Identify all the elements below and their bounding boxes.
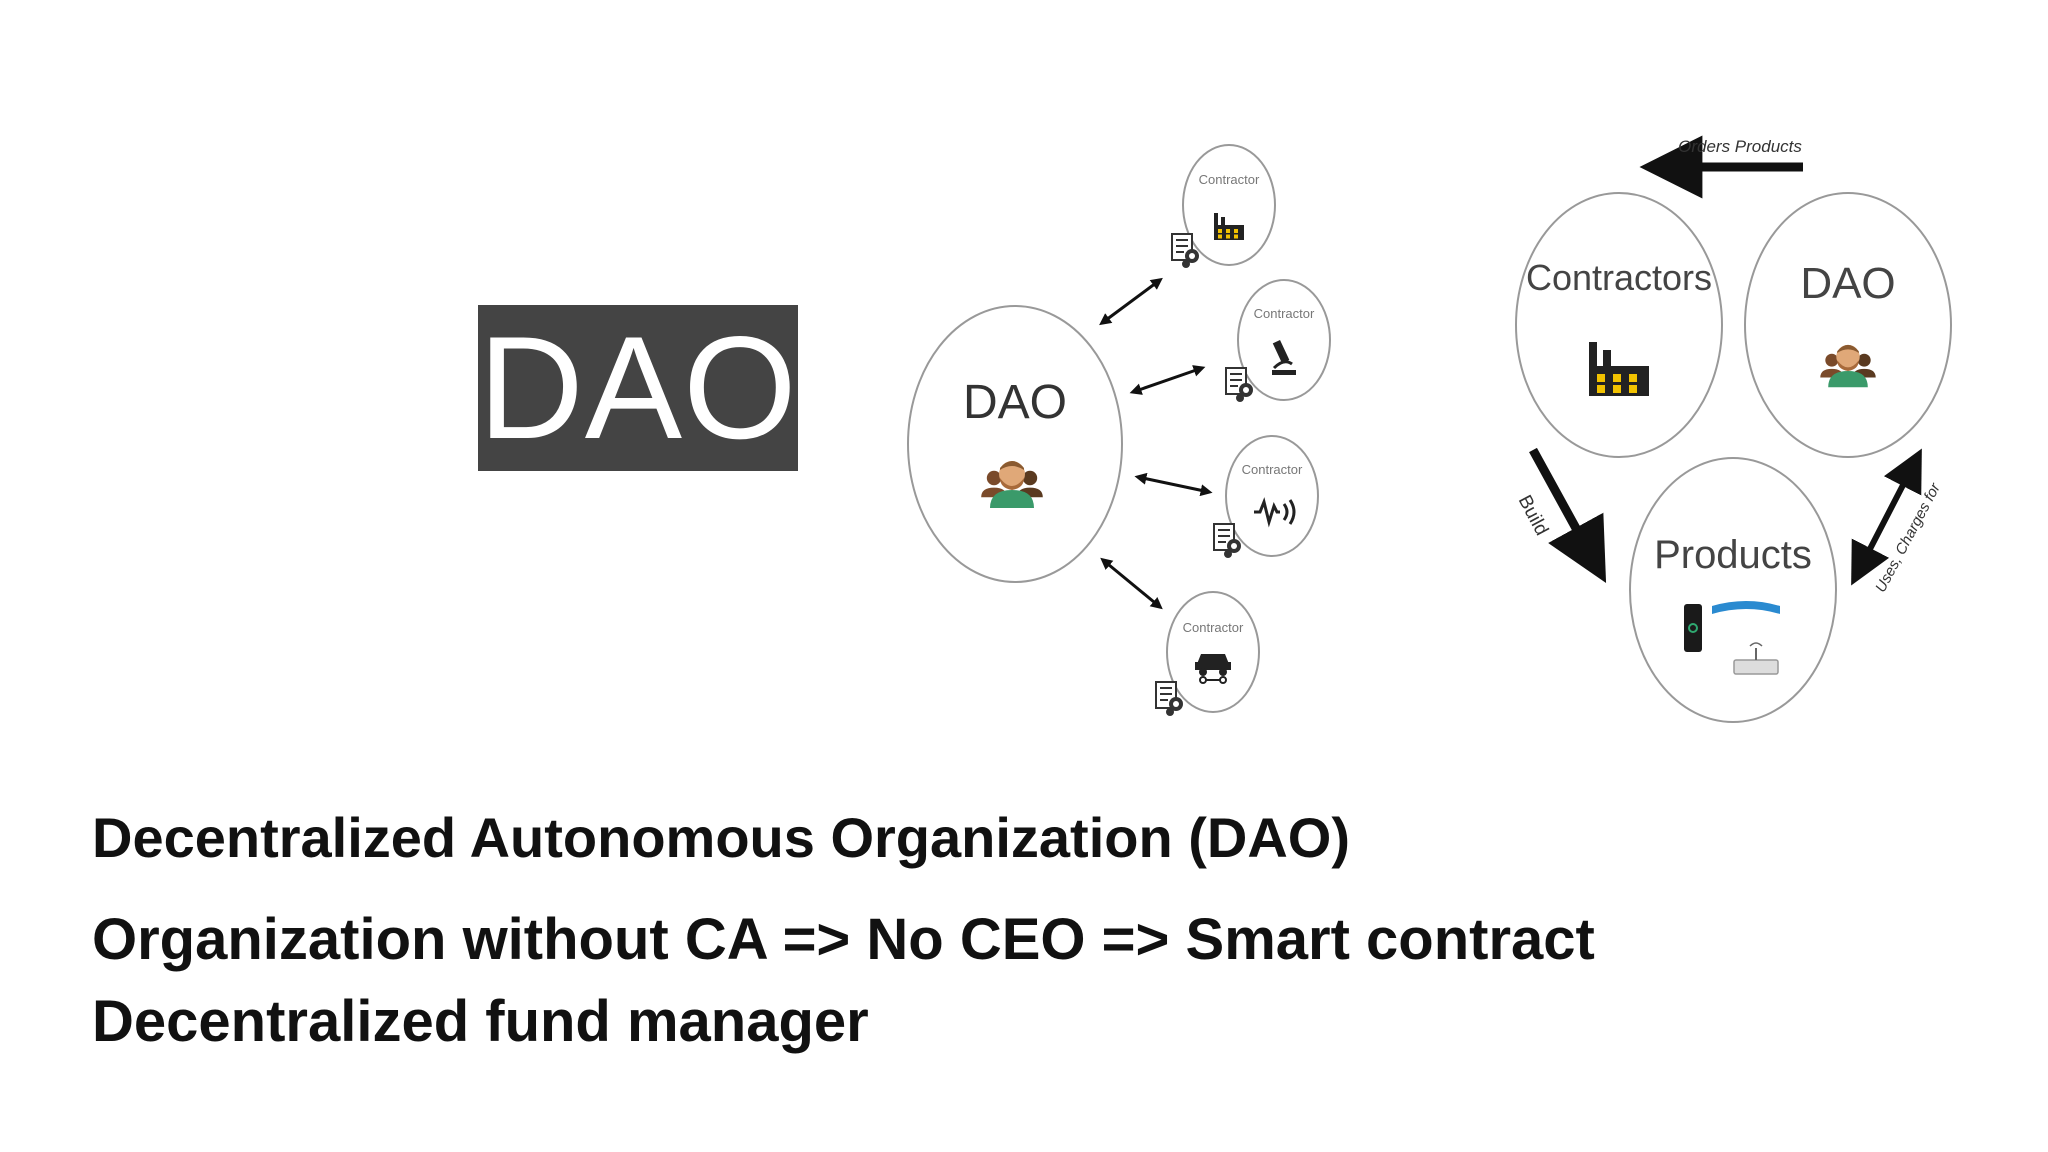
double-arrow bbox=[1134, 472, 1213, 497]
build-arrow bbox=[1529, 447, 1607, 584]
slide-title: DAO bbox=[478, 306, 798, 469]
contractor-circle bbox=[1182, 144, 1276, 266]
left-diagram: DAO Contractor Contractor Contractor bbox=[907, 144, 1331, 717]
signal-wave-icon bbox=[1254, 497, 1296, 528]
contractors-label: Contractors bbox=[1526, 257, 1712, 298]
dao-circle bbox=[907, 305, 1123, 583]
contractors-circle bbox=[1515, 192, 1723, 458]
double-arrow bbox=[1099, 277, 1163, 326]
body-line-2: Organization without CA => No CEO => Sma… bbox=[92, 907, 1595, 972]
build-label: Build bbox=[1514, 492, 1552, 539]
double-arrow bbox=[1129, 365, 1206, 395]
contractor-circle bbox=[1225, 435, 1319, 557]
contractor-label: Contractor bbox=[1242, 462, 1303, 477]
wristband-icon bbox=[1712, 601, 1780, 614]
contractor-circle bbox=[1166, 591, 1260, 713]
uses-label: Uses, Charges for bbox=[1872, 480, 1944, 596]
body-line-3: Decentralized fund manager bbox=[92, 989, 869, 1054]
right-diagram: Orders Products Contractors DAO Products… bbox=[1514, 135, 1952, 723]
dao-label-right: DAO bbox=[1800, 259, 1895, 308]
body-line-1: Decentralized Autonomous Organization (D… bbox=[92, 806, 1350, 869]
contractor-circle bbox=[1237, 279, 1331, 401]
orders-label: Orders Products bbox=[1678, 137, 1802, 156]
contractor-label: Contractor bbox=[1183, 620, 1244, 635]
contractor-label: Contractor bbox=[1199, 172, 1260, 187]
products-circle bbox=[1629, 457, 1837, 723]
microscope-icon bbox=[1272, 339, 1296, 375]
router-icon bbox=[1733, 642, 1779, 675]
dao-circle-right bbox=[1744, 192, 1952, 458]
double-arrow bbox=[1100, 557, 1163, 610]
charger-icon bbox=[1684, 604, 1702, 652]
title-box: DAO bbox=[478, 305, 798, 471]
car-icon bbox=[1195, 654, 1231, 684]
dao-center-label: DAO bbox=[963, 376, 1067, 429]
products-label: Products bbox=[1654, 533, 1812, 577]
uses-arrow bbox=[1851, 448, 1922, 586]
contractor-label: Contractor bbox=[1254, 306, 1315, 321]
